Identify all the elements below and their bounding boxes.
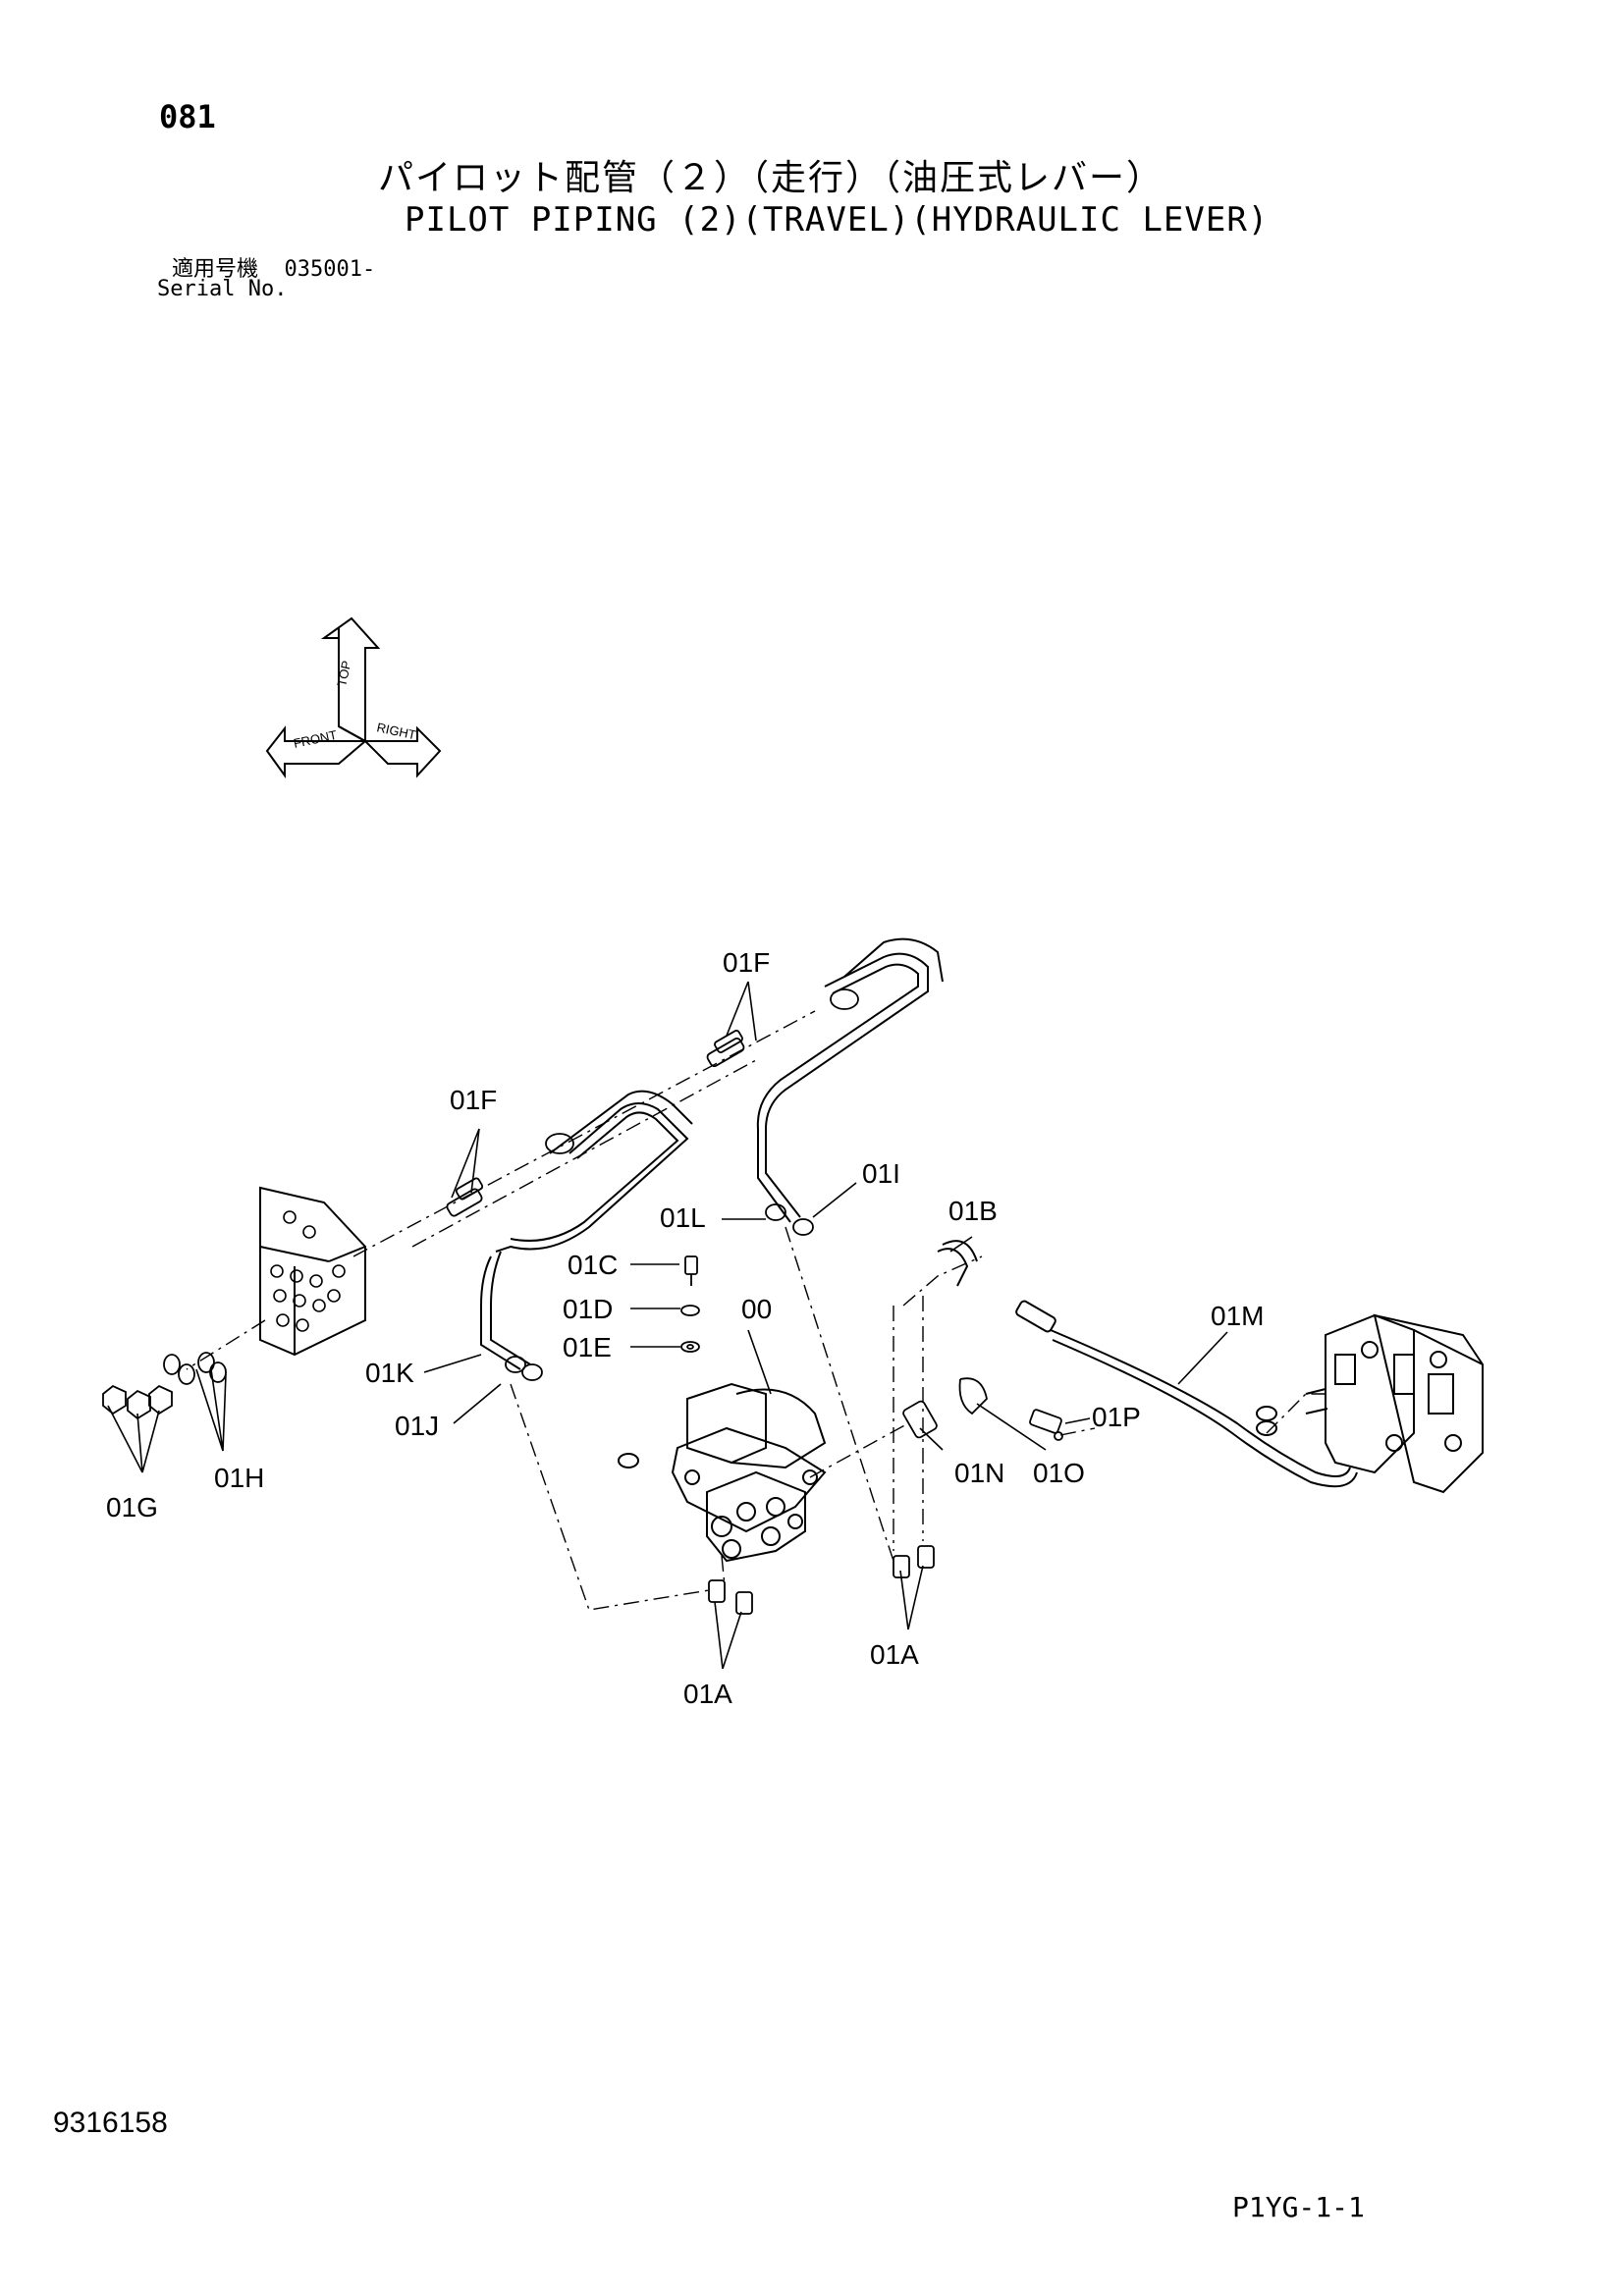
callout-01g: 01G [106,1492,158,1522]
callout-01n: 01N [954,1458,1004,1488]
right-control-valve [1305,1313,1484,1494]
title-japanese: パイロット配管（２）（走行）（油圧式レバー） [378,158,1164,198]
sheet-code: P1YG-1-1 [1232,2191,1365,2223]
page-number: 081 [159,98,216,135]
callout-01k: 01K [365,1358,414,1388]
callout-01e: 01E [563,1332,612,1362]
callout-01i: 01I [862,1158,900,1189]
left-bracket [259,1186,366,1357]
callout-01a-bottom: 01A [683,1679,732,1709]
serial-value: 035001- [284,257,376,282]
serial-label-jp: 適用号機 [172,257,259,282]
fitting-nuts-left [102,1352,227,1420]
callout-00: 00 [741,1294,772,1324]
top-arrow [320,616,381,743]
title-english: PILOT PIPING (2)(TRAVEL)(HYDRAULIC LEVER… [405,200,1270,240]
front-arrow [265,725,368,779]
connector-fittings [902,1377,1063,1441]
serial-line-jp: 適用号機 035001- [172,251,375,283]
hose-assembly [937,1240,1358,1488]
callout-labels: 01F 01F 01I 01L 01B 01C 01D 00 01E 01M 0… [106,947,1264,1709]
callout-01f-upper: 01F [723,947,770,978]
callout-01a-right: 01A [870,1639,919,1670]
callout-01d: 01D [563,1294,613,1324]
pilot-pipes-upper [480,937,944,1370]
callout-01b: 01B [948,1196,998,1226]
front-label: FRONT [293,727,339,751]
right-label: RIGHT [375,720,417,742]
callout-01m: 01M [1211,1301,1264,1331]
serial-label-en: Serial No. [157,277,288,301]
callout-01h: 01H [214,1463,264,1493]
callout-01o: 01O [1033,1458,1085,1488]
document-number: 9316158 [53,2107,168,2139]
orientation-indicator: TOP FRONT RIGHT [265,616,442,779]
top-label: TOP [334,660,353,688]
dashed-centerlines [186,1010,1326,1611]
bolt-washers [680,1255,700,1353]
callout-01f-lower: 01F [450,1085,497,1115]
callout-01c: 01C [568,1250,618,1280]
callout-01l: 01L [660,1202,706,1233]
pipe-fittings [446,988,859,1381]
right-arrow [362,725,442,778]
main-valve-assembly [618,1382,827,1563]
callout-01p: 01P [1092,1402,1141,1432]
bottom-fittings [708,1545,935,1615]
callout-01j: 01J [395,1411,439,1441]
leader-lines [107,981,1228,1670]
